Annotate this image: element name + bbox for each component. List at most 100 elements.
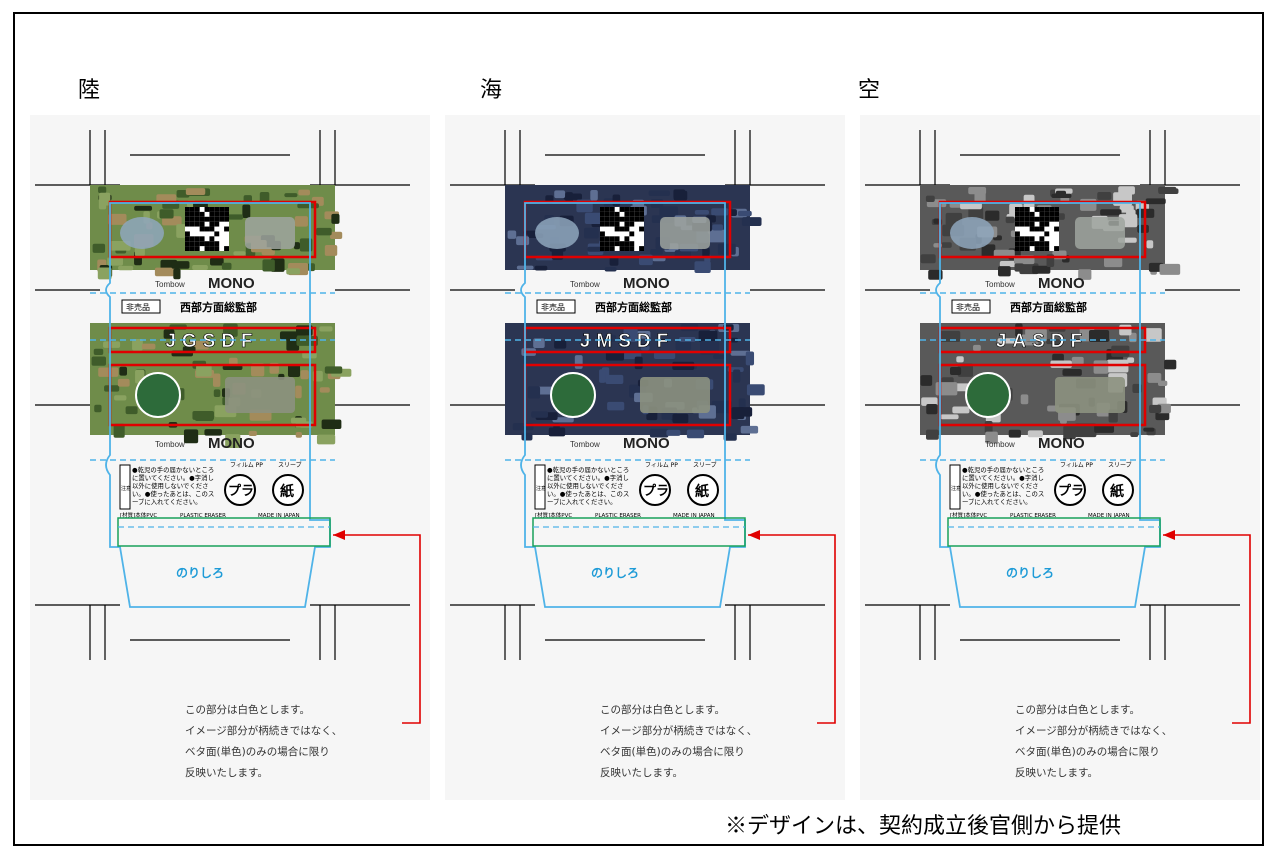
caution-text-line: い。●使ったあとは、このス <box>132 489 214 498</box>
mono-logo: MONO <box>623 435 670 452</box>
qr-module <box>604 241 610 247</box>
film-label: フィルム PP <box>645 462 678 469</box>
top-band-camo-spot <box>1159 263 1181 275</box>
branch-acronym: JASDF <box>996 331 1088 352</box>
mid-band-camo-spot <box>196 365 212 377</box>
mid-band-camo-spot <box>141 343 156 350</box>
qr-module <box>624 226 630 232</box>
top-band-camo-spot <box>985 210 1000 221</box>
mid-band-camo-spot <box>319 387 330 393</box>
qr-module <box>639 226 644 232</box>
qr-module <box>204 241 210 247</box>
caution-text-line: ●乾児の手の届かないところ <box>962 465 1044 474</box>
mid-band-camo-spot <box>1071 356 1084 365</box>
qr-module <box>1039 236 1045 242</box>
qr-module <box>189 207 195 212</box>
qr-module <box>609 216 615 222</box>
qr-module <box>214 207 220 212</box>
tombow-logo-small: Tombow <box>985 440 1015 449</box>
mid-band-camo-spot <box>324 366 343 374</box>
qr-module <box>209 226 215 232</box>
qr-module <box>185 207 190 212</box>
qr-module <box>1024 221 1030 227</box>
qr-module <box>199 236 205 242</box>
branch-heading: 空 <box>858 78 881 103</box>
qr-module <box>214 246 220 251</box>
top-band-camo-spot <box>650 248 663 255</box>
mid-band-camo-spot <box>213 389 221 398</box>
qr-module <box>209 241 215 247</box>
qr-module <box>204 207 210 212</box>
plastic-eraser-text: PLASTIC ERASER <box>595 513 641 519</box>
pointer-line <box>333 534 421 724</box>
mid-band-camo-spot <box>1130 432 1139 438</box>
mid-band-camo-spot <box>713 354 725 359</box>
top-band-camo-spot <box>294 216 308 227</box>
top-band-camo-spot <box>1104 257 1123 268</box>
qr-module <box>214 241 220 247</box>
mid-band-camo-spot <box>553 423 560 435</box>
top-band-camo-spot <box>920 254 936 264</box>
caution-text-line: に置いてください。●字消し <box>962 473 1044 482</box>
pointer-line <box>1163 534 1251 724</box>
top-band-camo-spot <box>98 186 107 194</box>
qr-module <box>1034 246 1040 251</box>
mid-band-camo-spot <box>952 406 970 414</box>
top-band-camo-spot <box>1137 224 1149 233</box>
qr-module <box>209 207 215 212</box>
qr-module <box>194 211 200 217</box>
note-text-line: ベタ面(単色)のみの場合に限り <box>185 745 330 758</box>
top-band-camo-spot <box>998 266 1011 277</box>
qr-module <box>209 211 215 217</box>
mid-band-camo-spot <box>599 369 606 383</box>
qr-module <box>194 241 200 247</box>
caution-title: 注意 <box>951 485 961 492</box>
qr-module <box>214 211 220 217</box>
glue-area-box <box>532 517 746 547</box>
arrow-head-icon <box>333 530 345 540</box>
top-band-camo-spot <box>1146 240 1154 249</box>
qr-module <box>1015 216 1020 222</box>
qr-module <box>189 241 195 247</box>
qr-module <box>1054 216 1059 222</box>
qr-module <box>1019 216 1025 222</box>
note-text-line: イメージ部分が柄続きではなく、 <box>1015 724 1172 737</box>
mid-band-camo-spot <box>319 326 333 332</box>
mid-band-camo-spot <box>950 366 962 375</box>
top-band-camo-spot <box>612 194 621 207</box>
qr-module <box>1054 246 1059 251</box>
qr-module <box>1019 236 1025 242</box>
top-band-camo-spot <box>185 188 206 196</box>
top-band-camo-spot <box>609 256 619 266</box>
qr-module <box>619 241 625 247</box>
film-label: フィルム PP <box>230 462 263 469</box>
mid-band-camo-spot <box>527 386 541 399</box>
film-label: フィルム PP <box>1060 462 1093 469</box>
top-band-camo-spot <box>173 268 181 280</box>
top-band-camo-spot <box>162 216 182 226</box>
vehicle-illustration-main <box>640 377 710 413</box>
recycle-paper-icon <box>272 474 304 506</box>
qr-module <box>1049 211 1055 217</box>
top-band-camo-spot <box>516 236 530 246</box>
mid-band-camo-spot <box>163 329 175 339</box>
mid-band-camo-spot <box>183 429 199 444</box>
vehicle-illustration-right <box>245 217 295 249</box>
mid-band-camo-spot <box>957 363 974 377</box>
qr-module <box>604 207 610 212</box>
mid-band-camo-spot <box>740 425 759 434</box>
top-band-camo-spot <box>134 205 153 211</box>
qr-module <box>614 211 620 217</box>
qr-module <box>1039 241 1045 247</box>
mid-band-camo-spot <box>745 351 755 366</box>
qr-module <box>634 207 640 212</box>
top-band-camo-spot <box>171 261 190 269</box>
qr-module <box>639 246 644 251</box>
top-band-camo-spot <box>648 190 670 196</box>
top-band-camo-spot <box>242 204 251 218</box>
top-band-camo-spot <box>159 209 174 219</box>
mid-band-camo-spot <box>1093 360 1109 374</box>
qr-module <box>199 211 205 217</box>
qr-module <box>1015 236 1020 242</box>
